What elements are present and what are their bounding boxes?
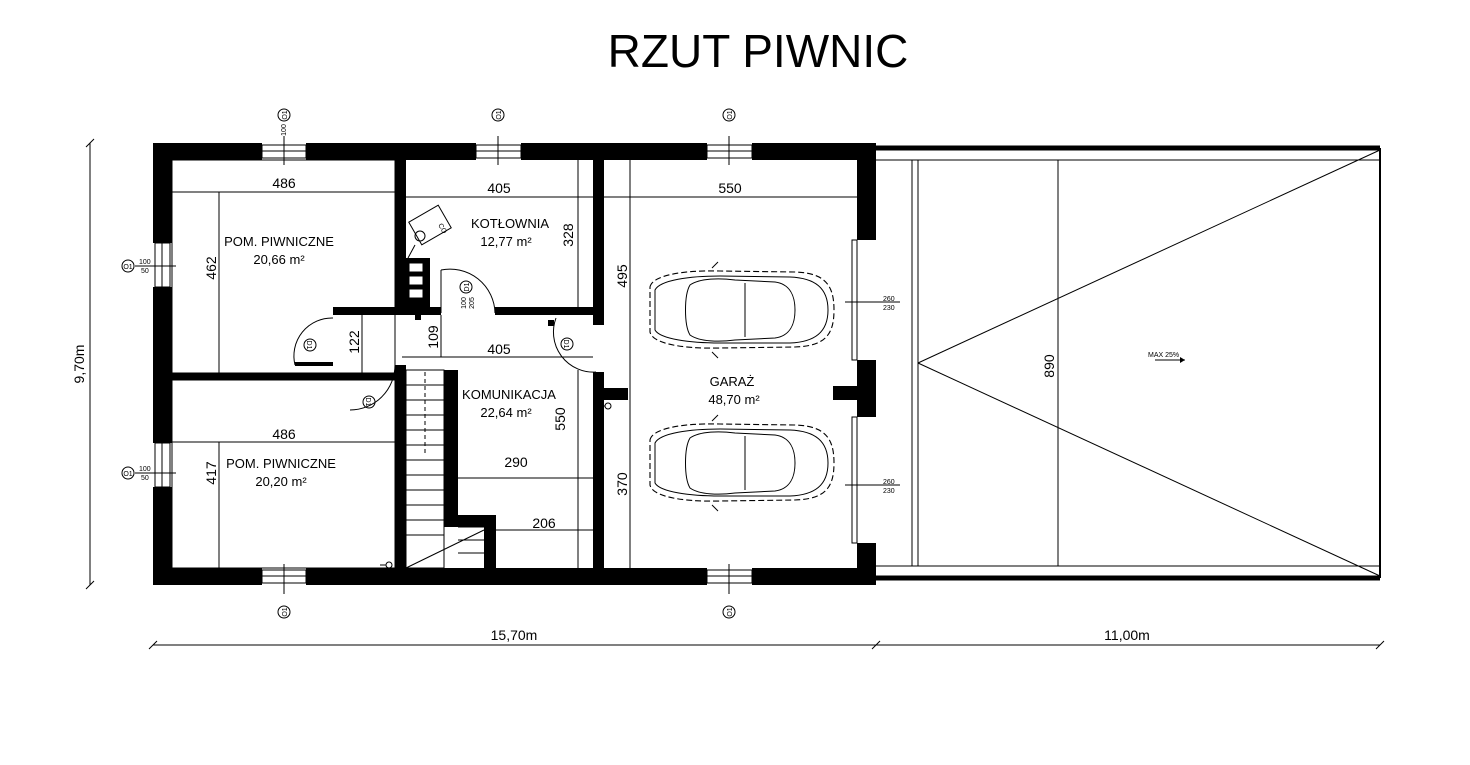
dim-boiler-width: 405: [487, 180, 511, 196]
garage-door-marks: 260 230 260 230: [845, 296, 900, 495]
plan-title: RZUT PIWNIC: [608, 25, 909, 77]
dim-hall-122: 122: [346, 330, 362, 354]
dim-boiler-height: 328: [560, 223, 576, 247]
dim-hall-405: 405: [487, 341, 511, 357]
door-tag-label: D1: [562, 340, 569, 349]
window-tag-bottom-2: O1: [722, 564, 736, 619]
dim-driveway-width: 11,00m: [1104, 627, 1150, 643]
window-frames: [154, 144, 858, 584]
dim-room1-width: 486: [272, 175, 296, 191]
room4-area: 22,64 m²: [480, 405, 532, 420]
door-tag-hall-right: D1: [560, 337, 574, 351]
boiler-tag: CO: [436, 223, 448, 236]
garage-door-height: 230: [883, 488, 895, 495]
dim-ramp-depth: 890: [1041, 354, 1057, 378]
room2-area: 12,77 m²: [480, 234, 532, 249]
door-tag-stair: D1: [362, 395, 376, 409]
window-tag-top-3: O1: [722, 108, 736, 165]
dim-hall-109: 109: [425, 325, 441, 349]
ramp-slope-label: MAX 25%: [1148, 352, 1179, 359]
window-tag-label: O1: [496, 110, 503, 119]
dim-total-height: 9,70m: [71, 345, 87, 384]
dim-hall-550: 550: [552, 407, 568, 431]
window-mark-width: 100: [139, 466, 151, 473]
dim-garage-495: 495: [614, 264, 630, 288]
door-tag-label: D1: [364, 398, 371, 407]
driveway-ramp: [876, 145, 1381, 581]
window-mark-width: 100: [139, 259, 151, 266]
car-top: [649, 261, 835, 359]
door-mark-width: 100: [461, 297, 468, 309]
window-tag-label: O1: [282, 607, 289, 616]
garage-door-height: 230: [883, 305, 895, 312]
window-mark-height: 50: [141, 268, 149, 275]
room1-area: 20,66 m²: [253, 252, 305, 267]
dim-garage-width: 550: [718, 180, 742, 196]
room4-name: KOMUNIKACJA: [462, 387, 556, 402]
room5-name: POM. PIWNICZNE: [226, 456, 336, 471]
boiler-equipment: CO: [407, 204, 452, 259]
window-tag-left-1: O1 100 50: [121, 259, 176, 275]
window-mark-width: 100: [281, 124, 288, 136]
window-tag-label: O1: [282, 110, 289, 119]
room5-area: 20,20 m²: [255, 474, 307, 489]
dim-total-width: 15,70m: [491, 627, 538, 643]
interior-walls: [172, 160, 628, 568]
dim-garage-370: 370: [614, 472, 630, 496]
window-tag-label: O1: [727, 607, 734, 616]
window-tag-left-2: O1 100 50: [121, 466, 176, 482]
door-tag-label: D1: [464, 282, 471, 291]
room-outlines: [171, 159, 857, 569]
window-tag-label: O1: [123, 264, 132, 271]
doors: [293, 268, 597, 411]
room1-name: POM. PIWNICZNE: [224, 234, 334, 249]
exterior-walls: [153, 143, 876, 585]
window-tag-bottom-1: O1: [277, 564, 291, 619]
room3-name: GARAŻ: [710, 374, 755, 389]
staircase: [405, 369, 485, 569]
dim-hall-290: 290: [504, 454, 528, 470]
level-markers: [380, 402, 612, 569]
window-tag-top-2: O1: [491, 108, 505, 165]
overall-dimension-lines: [85, 138, 1385, 650]
dim-room2-width: 486: [272, 426, 296, 442]
chimney-flues: [408, 262, 424, 299]
dim-room1-height: 462: [203, 256, 219, 280]
garage-door-width: 260: [883, 296, 895, 303]
dim-hall-206: 206: [532, 515, 556, 531]
room3-area: 48,70 m²: [708, 392, 760, 407]
window-tag-label: O1: [123, 471, 132, 478]
car-bottom: [649, 414, 835, 512]
window-tag-label: O1: [727, 110, 734, 119]
room2-name: KOTŁOWNIA: [471, 216, 549, 231]
window-mark-height: 50: [141, 475, 149, 482]
door-mark-height: 205: [469, 297, 476, 309]
window-tag-top-1: O1 100: [277, 108, 291, 165]
door-tag-boiler: D1 100 205: [459, 280, 476, 309]
door-tag-label: D1: [305, 341, 312, 350]
garage-door-width: 260: [883, 479, 895, 486]
door-tag-hall-left: D1: [303, 338, 317, 352]
dim-room2-height: 417: [203, 461, 219, 485]
